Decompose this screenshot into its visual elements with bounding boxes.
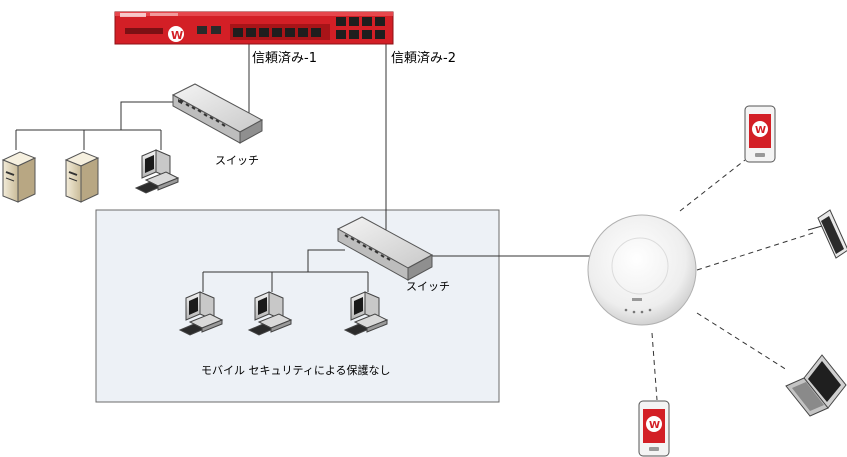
workstation-icon <box>247 291 293 336</box>
no-protection-label: モバイル セキュリティによる保護なし <box>201 364 391 377</box>
smartphone-icon: W <box>638 400 670 457</box>
tablet-icon <box>807 209 847 259</box>
workstation-icon <box>134 149 180 194</box>
tower-server-icon <box>1 151 37 203</box>
trusted-1-label: 信頼済み-1 <box>252 51 317 66</box>
network-switch-icon <box>336 216 434 281</box>
network-switch-icon <box>171 83 264 144</box>
svg-text:W: W <box>755 125 766 136</box>
unprotected-zone <box>95 209 500 403</box>
switch-top-label: スイッチ <box>215 154 259 167</box>
svg-text:W: W <box>649 420 660 431</box>
workstation-icon <box>343 291 389 336</box>
trusted-2-label: 信頼済み-2 <box>391 51 456 66</box>
firewall-appliance-icon: W <box>114 11 394 45</box>
wireless-access-point-icon <box>587 214 697 326</box>
smartphone-icon: W <box>744 105 776 163</box>
wired-connections <box>15 38 597 292</box>
workstation-icon <box>178 291 224 336</box>
tower-server-icon <box>64 151 100 203</box>
svg-text:W: W <box>171 29 183 42</box>
laptop-icon <box>785 354 847 417</box>
switch-bottom-label: スイッチ <box>406 280 450 293</box>
wireless-links <box>651 159 814 401</box>
